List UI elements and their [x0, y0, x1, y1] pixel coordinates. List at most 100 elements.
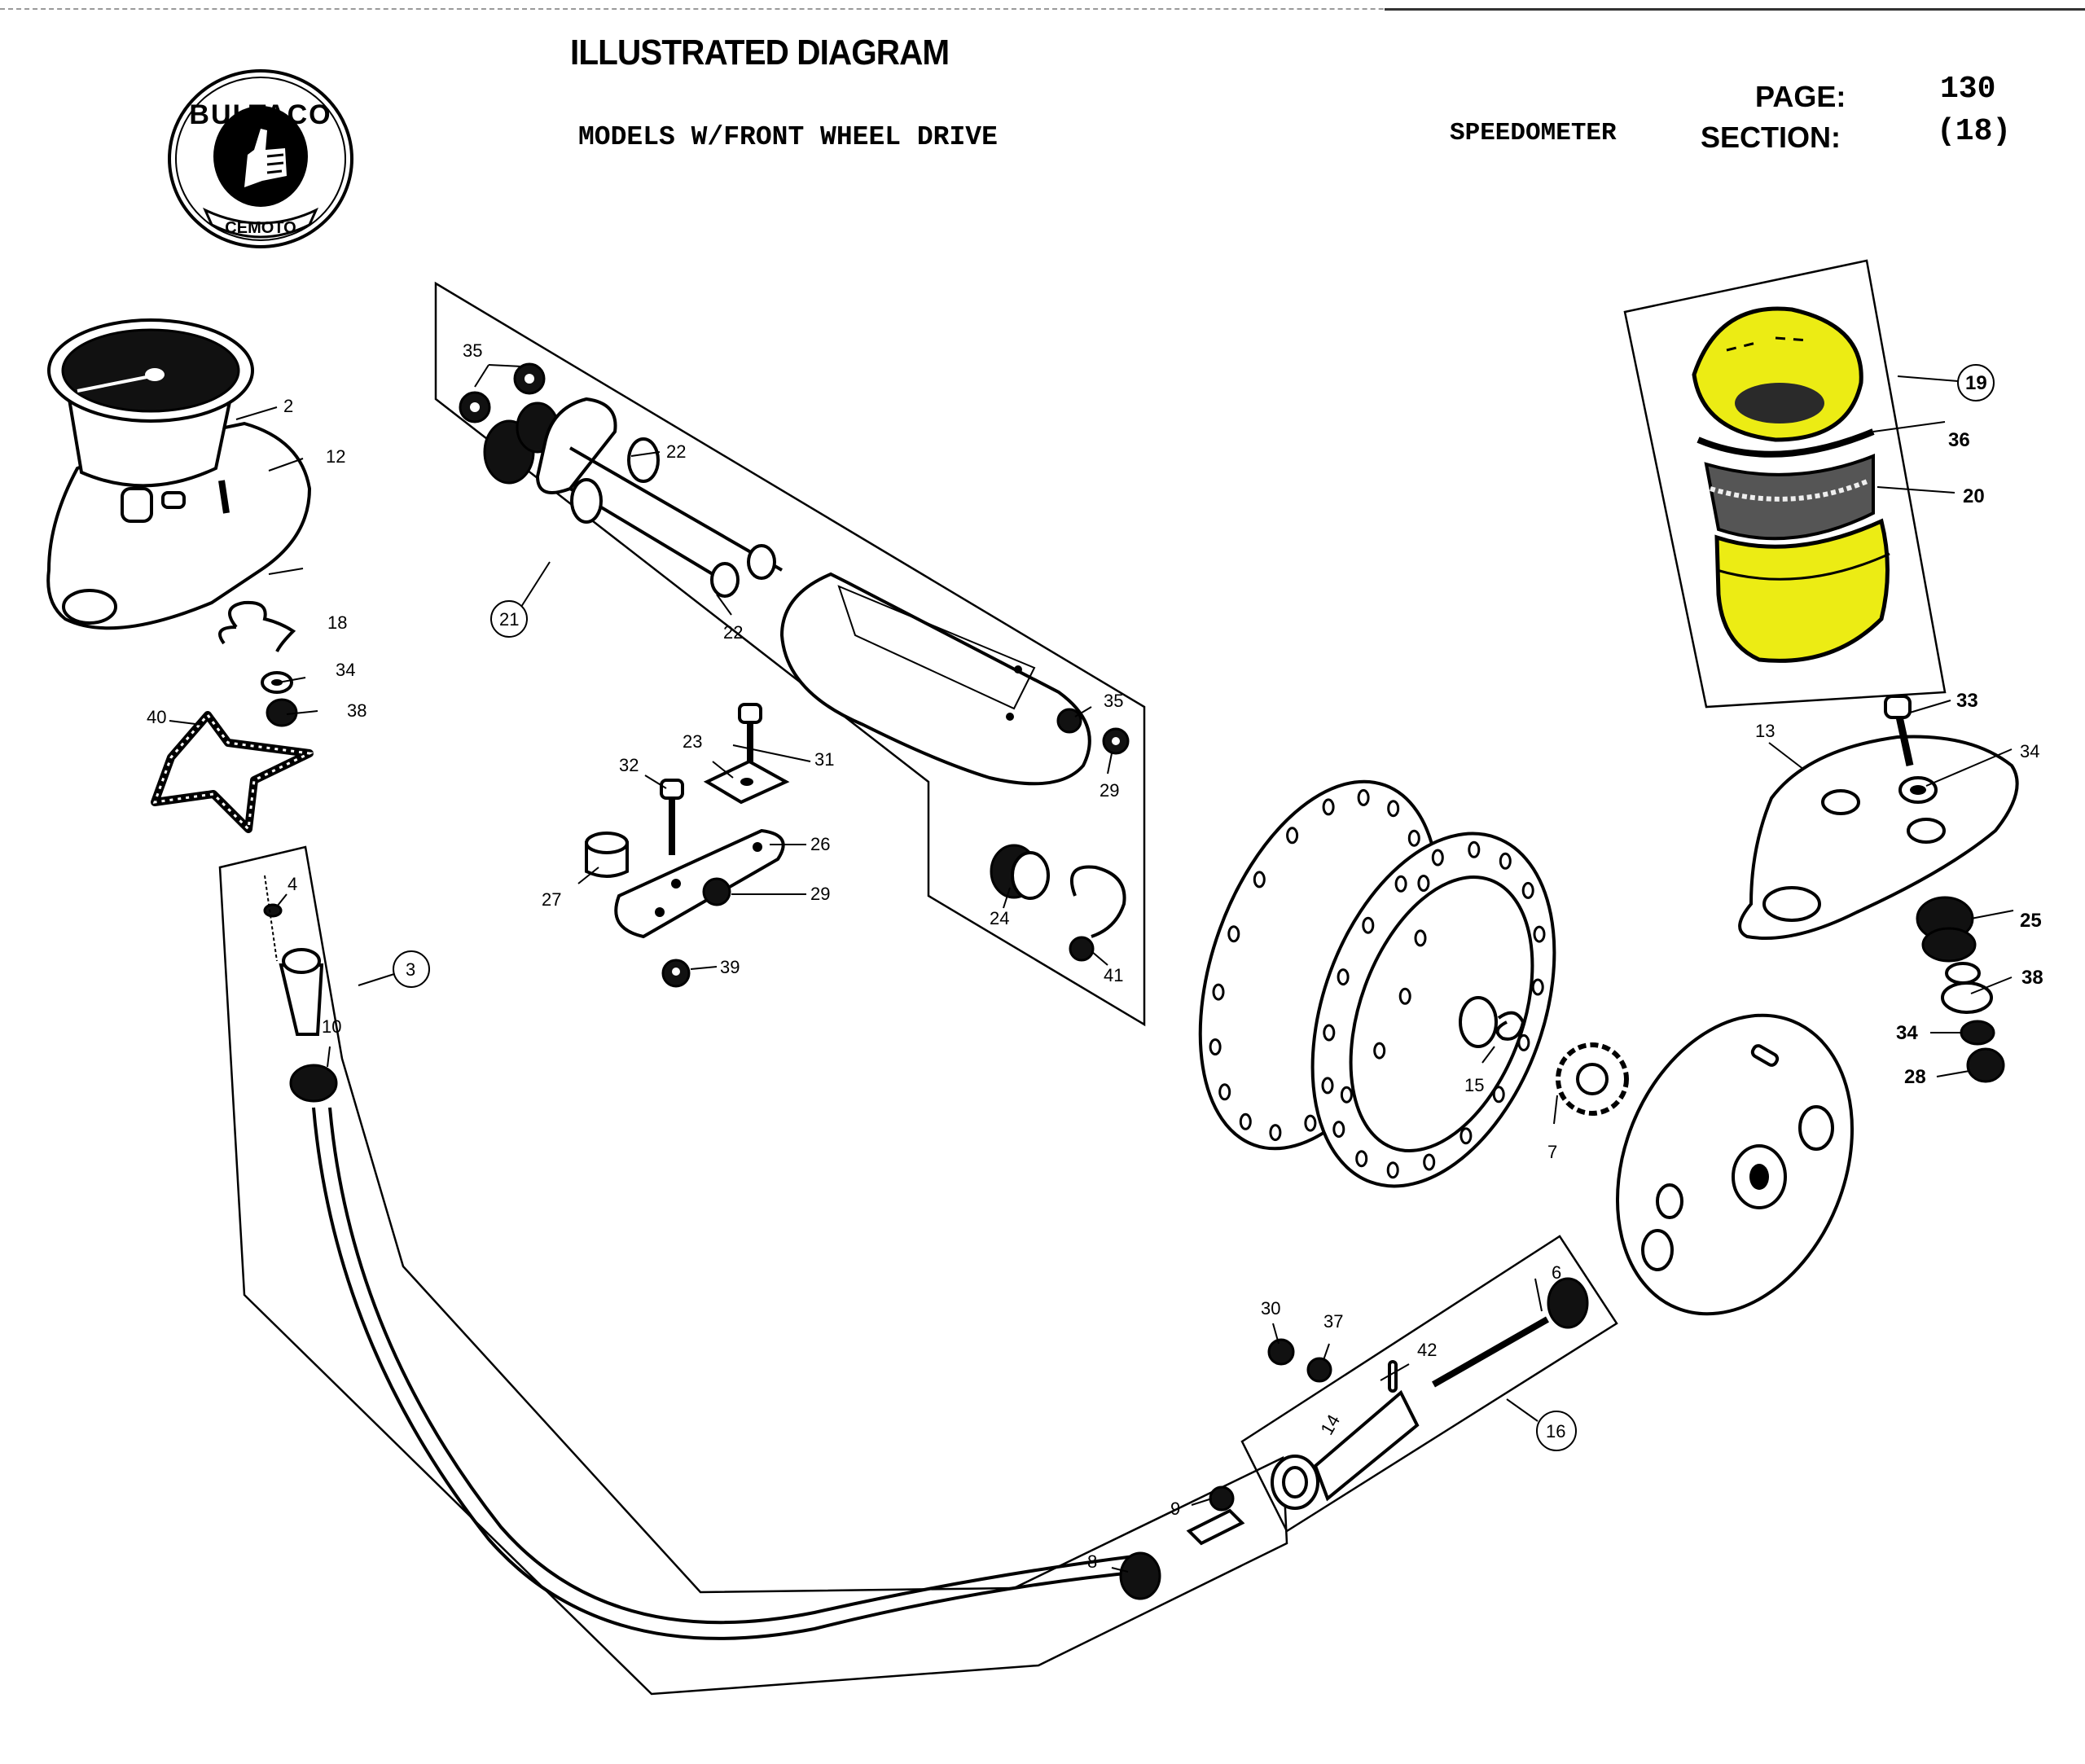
- rim-hole: [1531, 978, 1544, 996]
- leader-35-right: [1074, 706, 1092, 717]
- clip-18[interactable]: [218, 600, 296, 652]
- callout-7: 7: [1547, 1142, 1557, 1162]
- rim-hole: [1355, 1150, 1368, 1168]
- right-plate-group: 13 33 34 25 38 34 28: [1738, 690, 2043, 1088]
- callout-21: 21: [499, 609, 519, 630]
- rim-hole: [1533, 925, 1546, 943]
- nut-28[interactable]: [1966, 1047, 2005, 1083]
- leader-15: [1481, 1046, 1495, 1064]
- callout-23: 23: [683, 731, 702, 752]
- rim-hole: [1322, 798, 1335, 816]
- speedometer-2[interactable]: [47, 318, 254, 523]
- callout-14: 14: [1316, 1411, 1344, 1438]
- bearing-assembly-19: 19 36 20: [1623, 259, 1995, 709]
- pin-42[interactable]: [1388, 1360, 1398, 1393]
- gear-plate-22[interactable]: [483, 397, 783, 598]
- seal-cup-bottom[interactable]: [1714, 518, 1890, 663]
- rim-hole: [1269, 1124, 1282, 1142]
- cable-3[interactable]: [312, 1107, 1141, 1640]
- logo-sub-text: CEMOTO: [225, 219, 296, 237]
- bushing-29-right[interactable]: [1102, 727, 1130, 755]
- section-label: SECTION:: [1701, 121, 1841, 154]
- rim-hole: [1423, 1153, 1436, 1171]
- callout-12: 12: [326, 446, 345, 467]
- hub-spring-15[interactable]: [1495, 1011, 1525, 1041]
- leader-6: [1534, 1278, 1543, 1312]
- callout-42: 42: [1417, 1340, 1437, 1360]
- bearing-20[interactable]: [1704, 454, 1875, 541]
- screw-30[interactable]: [1267, 1338, 1295, 1366]
- grommet-25[interactable]: [1916, 896, 1977, 963]
- leader-37: [1323, 1343, 1330, 1361]
- leader-31: [732, 744, 811, 762]
- nut-39[interactable]: [661, 959, 691, 988]
- page-number: 130: [1940, 72, 1996, 107]
- logo-brand-text: BULTACO: [189, 99, 331, 130]
- diagram-title: ILLUSTRATED DIAGRAM: [570, 33, 950, 72]
- leader-20: [1876, 486, 1956, 494]
- leader-38-plate: [1970, 976, 2013, 994]
- rim-hole: [1227, 925, 1240, 943]
- leader-7: [1553, 1095, 1558, 1125]
- seal-cup-top[interactable]: [1692, 306, 1863, 442]
- housing[interactable]: [779, 572, 1091, 786]
- assembly-circle-19: [1957, 364, 1995, 402]
- callout-32: 32: [619, 755, 639, 775]
- housing-14[interactable]: [1271, 1389, 1420, 1510]
- rim-hole: [1386, 1161, 1399, 1179]
- bolt-33[interactable]: [1884, 695, 1914, 766]
- rim-hole: [1357, 788, 1370, 806]
- callout-29-right: 29: [1100, 780, 1119, 801]
- bearing-35-left[interactable]: [459, 362, 546, 423]
- needle-bearing-24[interactable]: [990, 844, 1050, 900]
- washer-34-lower[interactable]: [1960, 1020, 1995, 1046]
- ferrule-8[interactable]: [1119, 1551, 1161, 1600]
- plate-13[interactable]: [1738, 735, 2019, 940]
- washer-4[interactable]: [263, 875, 283, 962]
- leader-13: [1768, 742, 1805, 770]
- strap-26[interactable]: [614, 828, 785, 939]
- leader-2: [235, 406, 278, 420]
- callout-22-top: 22: [666, 441, 686, 462]
- rim-hole: [1209, 1038, 1222, 1055]
- plate-23[interactable]: [703, 759, 790, 805]
- callout-35-left: 35: [463, 340, 482, 361]
- rim-hole: [1218, 1083, 1231, 1101]
- leader-34-plate: [1925, 748, 2013, 787]
- bolt-32[interactable]: [660, 779, 684, 855]
- gasket-40[interactable]: [151, 711, 314, 833]
- rim-hole: [1373, 1042, 1386, 1060]
- tip-9[interactable]: [1186, 1485, 1245, 1546]
- clamp-41[interactable]: [1069, 865, 1126, 962]
- leader-38-head: [286, 710, 318, 715]
- rim-hole: [1340, 1086, 1353, 1104]
- rim-hole: [1286, 827, 1299, 845]
- callout-38-head: 38: [347, 700, 367, 721]
- leader-21: [520, 561, 551, 608]
- rim-hole: [1362, 916, 1375, 934]
- spacer-27[interactable]: [585, 832, 629, 878]
- nut-29-lower[interactable]: [702, 877, 731, 906]
- leader-16: [1506, 1398, 1539, 1422]
- brake-plate[interactable]: [1575, 980, 1895, 1349]
- ring-36[interactable]: [1697, 428, 1875, 458]
- washer-34-plate[interactable]: [1898, 776, 1938, 804]
- bolt-31[interactable]: [738, 703, 762, 770]
- drive-gear-7[interactable]: [1556, 1042, 1629, 1116]
- washer-34[interactable]: [261, 671, 293, 694]
- callout-24: 24: [990, 908, 1009, 928]
- rim-hole: [1337, 968, 1350, 986]
- wheel-hub[interactable]: [1154, 749, 1599, 1220]
- drive-frame: [1240, 1235, 1618, 1533]
- leader-32: [644, 774, 667, 789]
- gear-37[interactable]: [1306, 1357, 1332, 1383]
- leader-28: [1936, 1070, 1970, 1077]
- rim-hole: [1468, 840, 1481, 858]
- gear-shaft-6[interactable]: [1432, 1277, 1589, 1388]
- leader-41: [1091, 950, 1108, 966]
- bushing-35-right[interactable]: [1056, 708, 1082, 734]
- nut-38[interactable]: [266, 698, 298, 727]
- leader-36: [1872, 421, 1946, 432]
- fitting-10[interactable]: [279, 948, 338, 1103]
- leader-35-left: [474, 364, 489, 388]
